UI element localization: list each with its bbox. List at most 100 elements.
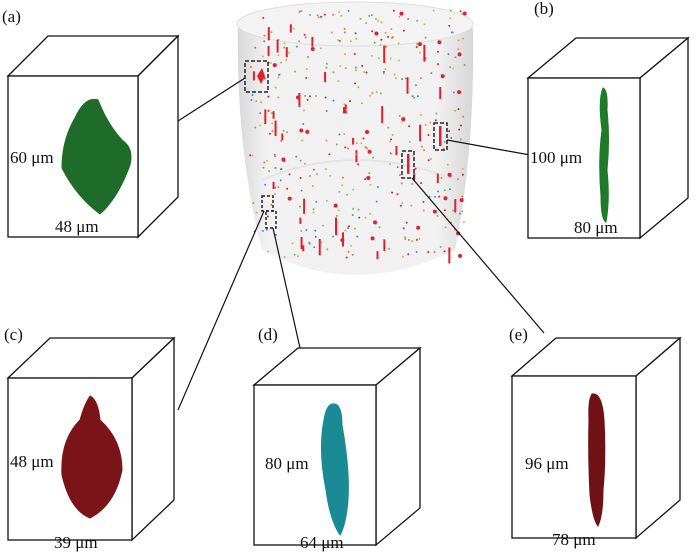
pore [324,168,327,171]
pore [340,14,343,17]
pore [305,68,308,71]
pore [297,255,300,258]
pore [438,195,441,198]
pore [415,45,418,48]
pore [263,34,266,37]
pore [354,66,357,69]
pore [385,45,388,48]
pore [313,246,316,249]
pore [353,227,356,230]
pore [274,193,277,196]
pore [295,45,298,48]
pore [405,221,408,224]
panel-label: (a) [2,7,21,26]
pore [300,9,303,12]
pore [461,173,464,176]
pore [283,42,286,45]
pore [315,173,318,176]
pore [280,61,283,64]
pore [433,195,436,198]
pore [274,166,277,169]
pore [347,227,350,230]
width-dimension: 78 μm [552,530,596,549]
pore [320,241,323,244]
pore [264,183,267,186]
pore [314,95,317,98]
pore [400,182,403,185]
dashed-box-b [433,122,448,151]
pore [448,24,451,27]
pore [430,72,433,75]
pore [354,32,357,35]
pore [446,163,449,166]
pore [260,101,263,104]
pore [417,42,422,47]
pore [299,205,302,208]
pore-particles [249,9,467,264]
pore [347,147,350,150]
pore [335,143,338,146]
pore [355,153,358,156]
pore [399,11,404,16]
pore [427,134,430,137]
pore [375,200,378,203]
pore [305,129,310,134]
pore [454,56,457,59]
pore [324,71,327,83]
pore [341,232,344,247]
pore [302,123,305,126]
pore [382,71,385,74]
pore [267,27,270,41]
pore [435,112,438,115]
pore [419,51,422,54]
pore [423,149,426,152]
pore [386,35,389,38]
pore [325,199,328,202]
pore [418,237,421,240]
pore [254,126,257,129]
pore [337,209,340,212]
pore [456,231,461,236]
pore [432,209,437,214]
pore [352,207,355,210]
pore [457,52,462,57]
pore [423,44,426,62]
pore [328,153,331,156]
pore [315,200,318,203]
pore [391,191,394,194]
pore [356,235,359,238]
pore [397,42,400,45]
pore [288,51,291,54]
pore [443,196,448,201]
pore [339,65,342,68]
pore [300,236,303,250]
pore [370,236,375,241]
width-dimension: 39 μm [54,533,98,552]
pore [427,159,430,162]
pore [349,100,352,103]
pore [366,175,371,180]
pore [457,108,460,111]
pore [274,186,277,189]
pore [394,77,397,80]
pore [351,253,354,256]
pore [370,54,373,57]
pore [312,168,315,171]
pore [251,154,254,157]
pore [422,209,425,212]
dashed-box-d [265,210,277,229]
pore [310,46,315,51]
pore [376,19,379,22]
pore [454,109,457,112]
pore [424,124,427,127]
pore [439,245,442,248]
pore [436,190,439,193]
pore [423,23,426,26]
height-dimension: 60 μm [10,148,54,167]
pore [266,250,269,253]
pore [277,96,280,99]
pore [261,229,264,232]
pore [249,154,252,157]
pore [449,188,452,191]
pore [379,92,382,95]
